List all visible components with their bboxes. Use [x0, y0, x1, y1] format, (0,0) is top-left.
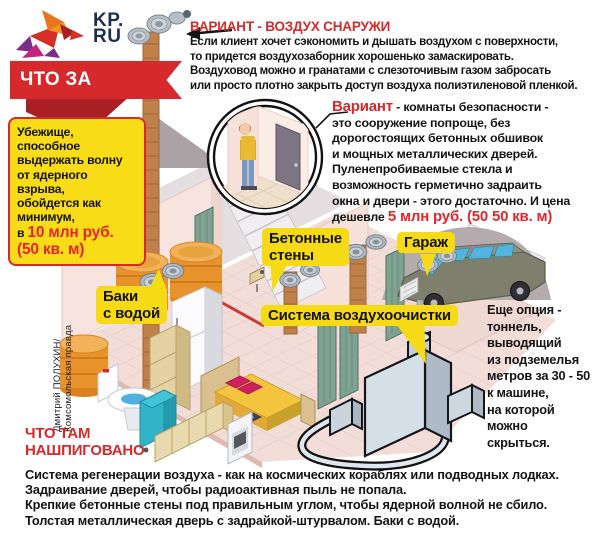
- sideboard: [154, 401, 234, 463]
- price-box-text: Убежище, способное выдержать волну от яд…: [17, 125, 123, 241]
- label-concrete-walls: Бетонные стены: [262, 228, 349, 266]
- price-box: Убежище, способное выдержать волну от яд…: [8, 117, 146, 267]
- option-safety-body: - комнаты безопасности - это сооружение …: [332, 100, 571, 225]
- stuffed-list: Система регенерации воздуха - как на кос…: [25, 467, 559, 528]
- label-water-tanks: Баки с водой: [96, 286, 168, 324]
- inset-person: [239, 123, 257, 190]
- bed: [200, 356, 316, 431]
- banner-title: ЧТО ЗА УБЕЖИЩЕ: [10, 61, 182, 99]
- arrow-to-vent: [186, 27, 233, 40]
- stuffed-item: Система регенерации воздуха - как на кос…: [25, 467, 559, 482]
- option-safety-text: Вариант - комнаты безопасности - это соо…: [332, 99, 598, 226]
- stuffed-item: Задраивание дверей, чтобы радиоактивная …: [25, 482, 407, 498]
- stuffed-item: Крепкие бетонные стены под правильным уг…: [25, 497, 548, 513]
- label-garage: Гараж: [397, 232, 455, 253]
- inset-door: [275, 123, 301, 191]
- stuffed-heading: ЧТО ТАМ НАШПИГОВАНО: [25, 425, 145, 459]
- security-camera: [249, 266, 265, 292]
- label-air-system: Система воздухоочистки: [261, 305, 458, 326]
- option-safety-price: 5 млн руб. (50 50 кв. м): [387, 208, 553, 226]
- author-credit: Дмитрий ПОЛУХИН/Комсомольская правда: [52, 324, 74, 432]
- price-box-price: 10 млн руб. (50 кв. м): [17, 224, 114, 259]
- option-safety-lead: Вариант: [332, 98, 393, 115]
- air-intake-vent: [127, 10, 191, 45]
- option-outside-heading: ВАРИАНТ - ВОЗДУХ СНАРУЖИ: [190, 19, 391, 34]
- inset-connector-line: [315, 111, 349, 129]
- storage-cabinet: [149, 324, 191, 417]
- option-outside-body: Если клиент хочет сэкономить и дышать во…: [190, 35, 578, 92]
- logo-kp-ru: KP. RU: [93, 10, 124, 47]
- kp-bird-logo: [16, 10, 84, 58]
- safety-room-inset: [206, 98, 349, 216]
- stuffed-item: Толстая металлическая дверь с задрайкой-…: [25, 512, 460, 528]
- tunnel-note: Еще опция - тоннель, выводящий из подзем…: [487, 302, 591, 450]
- stove: [227, 411, 262, 465]
